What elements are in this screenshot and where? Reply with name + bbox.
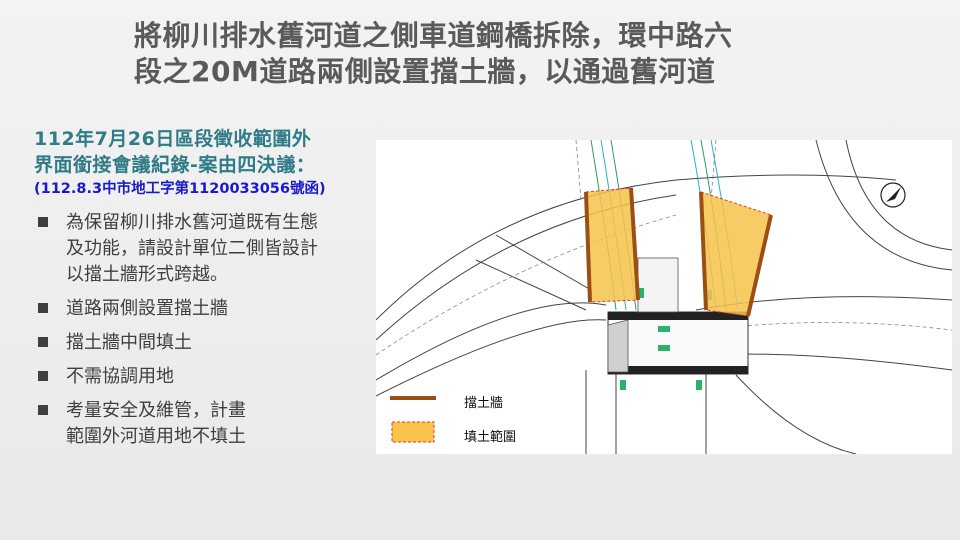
title-line-1: 將柳川排水舊河道之側車道鋼橋拆除，環中路六 — [134, 19, 733, 52]
legend-fill-swatch — [391, 421, 435, 443]
road-deck — [607, 257, 749, 375]
retaining-walls — [584, 187, 773, 317]
square-bullet-icon — [38, 371, 48, 381]
square-bullet-icon — [38, 337, 48, 347]
site-plan-svg — [376, 140, 952, 454]
fill-areas — [585, 187, 772, 317]
bullet-item: 道路兩側設置擋土牆 — [34, 296, 374, 322]
bullet-text-line: 道路兩側設置擋土牆 — [66, 298, 228, 319]
left-column: 112年7月26日區段徵收範圍外 界面銜接會議紀錄-案由四決議： (112.8.… — [34, 126, 374, 458]
legend — [390, 396, 436, 443]
bullet-text-line: 為保留柳川排水舊河道既有生態 — [66, 212, 318, 233]
bullet-list: 為保留柳川排水舊河道既有生態 及功能，請設計單位二側皆設計 以擋土牆形式跨越。 … — [34, 210, 374, 450]
north-arrow-icon — [880, 182, 906, 208]
reference-number: (112.8.3中市地工字第1120033056號函) — [34, 181, 326, 197]
bullet-item: 為保留柳川排水舊河道既有生態 及功能，請設計單位二側皆設計 以擋土牆形式跨越。 — [34, 210, 374, 288]
square-bullet-icon — [38, 217, 48, 227]
bullet-item: 考量安全及維管，計畫 範圍外河道用地不填土 — [34, 398, 374, 450]
bullet-item: 不需協調用地 — [34, 364, 374, 390]
road-linework — [376, 140, 952, 454]
bullet-text-line: 不需協調用地 — [66, 366, 174, 387]
hatched-area — [607, 319, 629, 373]
bullet-text-line: 以擋土牆形式跨越。 — [66, 264, 228, 285]
square-bullet-icon — [38, 405, 48, 415]
slide-title: 將柳川排水舊河道之側車道鋼橋拆除，環中路六 段之20M道路兩側設置擋土牆，以通過… — [134, 18, 834, 90]
site-plan-drawing: 擋土牆 填土範圍 — [376, 140, 952, 454]
square-bullet-icon — [38, 303, 48, 313]
section-heading-line-2: 界面銜接會議紀錄-案由四決議： — [34, 154, 316, 176]
bullet-text-line: 考量安全及維管，計畫 — [66, 400, 246, 421]
title-line-2: 段之20M道路兩側設置擋土牆，以通過舊河道 — [134, 55, 716, 88]
section-heading-line-1: 112年7月26日區段徵收範圍外 — [34, 128, 312, 150]
bullet-text-line: 範圍外河道用地不填土 — [66, 426, 246, 447]
bullet-item: 擋土牆中間填土 — [34, 330, 374, 356]
bullet-text-line: 擋土牆中間填土 — [66, 332, 192, 353]
legend-wall-label: 擋土牆 — [464, 396, 504, 411]
legend-fill-label: 填土範圍 — [464, 430, 517, 445]
bullet-text-line: 及功能，請設計單位二側皆設計 — [66, 238, 318, 259]
section-heading: 112年7月26日區段徵收範圍外 界面銜接會議紀錄-案由四決議： — [34, 126, 374, 178]
